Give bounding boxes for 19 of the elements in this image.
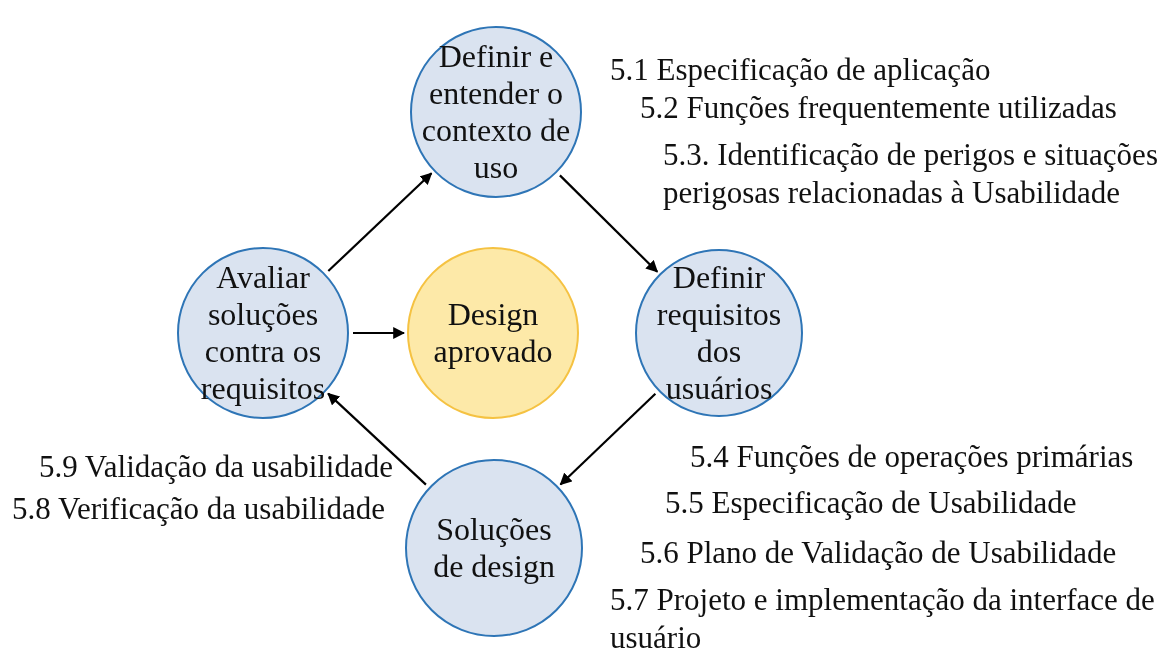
circle-label: Soluções de design xyxy=(432,511,556,585)
step-annotation: 5.4 Funções de operações primárias xyxy=(690,438,1134,476)
step-annotation: 5.8 Verificação da usabilidade xyxy=(12,490,385,528)
arrow xyxy=(327,172,433,272)
step-annotation: 5.9 Validação da usabilidade xyxy=(38,448,393,486)
circle-label: Definir e entender o contexto de uso xyxy=(420,38,572,186)
circle-label: Design aprovado xyxy=(432,296,554,370)
arrow xyxy=(353,327,406,339)
arrow xyxy=(559,393,657,486)
step-annotation: 5.1 Especificação de aplicação xyxy=(610,51,991,89)
step-annotation: 5.7 Projeto e implementação da interface de usuário xyxy=(610,581,1156,649)
step-annotation: 5.5 Especificação de Usabilidade xyxy=(665,484,1077,522)
arrow xyxy=(327,392,427,486)
step-annotation: 5.6 Plano de Validação de Usabilidade xyxy=(640,534,1117,572)
step-annotation: 5.3. Identificação de perigos e situações perigosas relacionadas à Usabilidade xyxy=(663,136,1159,212)
step-annotation: 5.2 Funções frequentemente utilizadas xyxy=(640,89,1117,127)
circle-label: Definir requisitos dos usuários xyxy=(655,259,783,407)
arrow xyxy=(559,174,659,273)
circle-label: Avaliar soluções contra os requisitos xyxy=(199,259,327,407)
